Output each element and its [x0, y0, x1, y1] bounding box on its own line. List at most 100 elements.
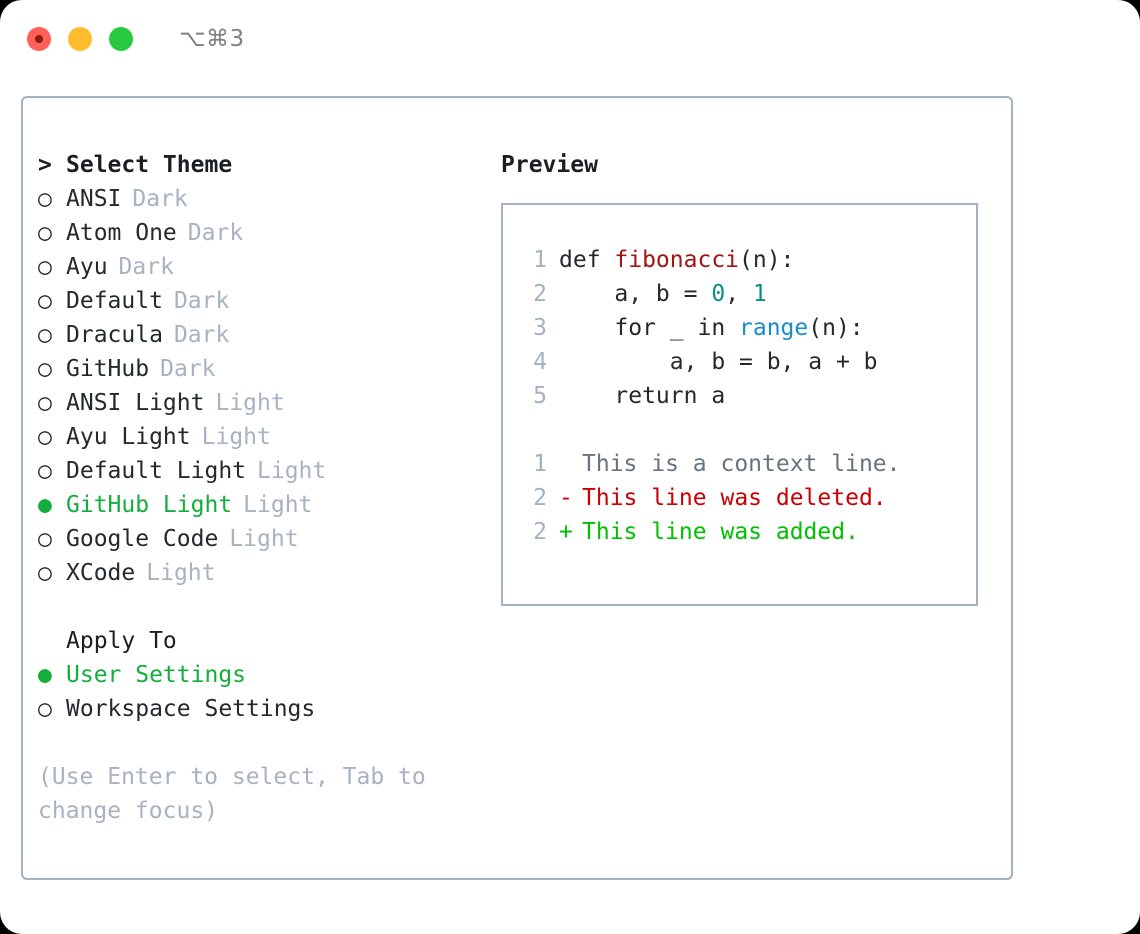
- select-theme-heading: > Select Theme: [38, 148, 498, 182]
- keyboard-shortcut-label: ⌥⌘3: [179, 26, 245, 52]
- theme-option-label: Dracula: [66, 322, 163, 348]
- close-button-icon[interactable]: [27, 27, 51, 51]
- code-line: 3 for _ in range(n):: [523, 311, 976, 345]
- theme-option-default-light[interactable]: ○ Default Light Light: [38, 454, 498, 488]
- code-line: 1 def fibonacci(n):: [523, 243, 976, 277]
- radio-selected-icon: ●: [38, 492, 52, 518]
- select-theme-heading-label: Select Theme: [66, 152, 233, 178]
- diff-line-text: This line was added.: [582, 519, 859, 545]
- theme-option-label: ANSI Light: [66, 390, 205, 416]
- theme-option-badge: Dark: [173, 322, 230, 348]
- line-number: 2: [533, 519, 547, 545]
- code-token: def: [559, 247, 615, 273]
- code-token: (n):: [808, 315, 864, 341]
- theme-option-label: GitHub Light: [66, 492, 233, 518]
- diff-line-ctx: 1 This is a context line.: [523, 447, 976, 481]
- radio-unselected-icon: ○: [38, 356, 52, 382]
- theme-option-badge: Dark: [187, 220, 244, 246]
- theme-option-ansi[interactable]: ○ ANSI Dark: [38, 182, 498, 216]
- theme-option-google-code[interactable]: ○ Google Code Light: [38, 522, 498, 556]
- theme-option-ayu-light[interactable]: ○ Ayu Light Light: [38, 420, 498, 454]
- radio-unselected-icon: ○: [38, 526, 52, 552]
- theme-option-label: GitHub: [66, 356, 150, 382]
- theme-option-label: Default Light: [66, 458, 247, 484]
- theme-option-badge: Light: [257, 458, 327, 484]
- code-token: a, b = b, a + b: [559, 349, 878, 375]
- traffic-lights: [27, 27, 133, 51]
- section-spacer: [38, 590, 498, 624]
- theme-option-github[interactable]: ○ GitHub Dark: [38, 352, 498, 386]
- radio-unselected-icon: ○: [38, 458, 52, 484]
- code-token: 1: [752, 281, 767, 307]
- theme-option-github-light[interactable]: ● GitHub Light Light: [38, 488, 498, 522]
- radio-unselected-icon: ○: [38, 186, 52, 212]
- radio-unselected-icon: ○: [38, 424, 52, 450]
- diff-line-content: This is a context line.: [559, 447, 901, 481]
- line-number: 1: [533, 247, 547, 273]
- line-number: 5: [533, 383, 547, 409]
- radio-unselected-icon: ○: [38, 254, 52, 280]
- diff-line-add: 2 + This line was added.: [523, 515, 976, 549]
- code-token: ,: [725, 281, 753, 307]
- theme-option-atom-one[interactable]: ○ Atom One Dark: [38, 216, 498, 250]
- radio-unselected-icon: ○: [38, 220, 52, 246]
- code-token: return a: [559, 383, 726, 409]
- code-line: 2 a, b = 0, 1: [523, 277, 976, 311]
- theme-option-default[interactable]: ○ Default Dark: [38, 284, 498, 318]
- diff-line-del: 2-This line was deleted.: [523, 481, 976, 515]
- diff-sign: [559, 447, 582, 481]
- code-diff-spacer: [523, 413, 976, 447]
- minimize-button-icon[interactable]: [68, 27, 92, 51]
- theme-option-badge: Dark: [160, 356, 216, 382]
- code-token: 0: [711, 281, 726, 307]
- preview-heading: Preview: [501, 152, 598, 178]
- keyboard-hint-text: (Use Enter to select, Tab to change focu…: [38, 764, 426, 824]
- apply-to-option-label: User Settings: [66, 662, 247, 688]
- code-line: 5 return a: [523, 379, 976, 413]
- diff-line-text: This is a context line.: [582, 451, 901, 477]
- code-token: fibonacci: [614, 247, 740, 273]
- code-token: range: [739, 315, 809, 341]
- title-bar: ⌥⌘3: [0, 0, 1140, 78]
- theme-option-label: Atom One: [66, 220, 177, 246]
- theme-option-label: ANSI: [66, 186, 122, 212]
- code-line: 4 a, b = b, a + b: [523, 345, 976, 379]
- theme-option-badge: Dark: [173, 288, 230, 314]
- theme-option-label: Default: [66, 288, 163, 314]
- apply-to-option-user-settings[interactable]: ●User Settings: [38, 658, 498, 692]
- diff-sign: -: [559, 485, 573, 511]
- theme-option-badge: Dark: [132, 186, 188, 212]
- radio-unselected-icon: ○: [38, 696, 52, 722]
- diff-line-text: This line was deleted.: [582, 485, 887, 511]
- radio-unselected-icon: ○: [38, 288, 52, 314]
- diff-sample: 1 This is a context line.2-This line was…: [523, 447, 976, 549]
- theme-option-label: Ayu Light: [66, 424, 191, 450]
- theme-option-badge: Light: [146, 560, 216, 586]
- line-number: 2: [533, 485, 547, 511]
- radio-unselected-icon: ○: [38, 390, 52, 416]
- line-number: 2: [533, 281, 547, 307]
- close-dot-icon: [35, 35, 43, 43]
- apply-to-option-workspace-settings[interactable]: ○Workspace Settings: [38, 692, 498, 726]
- diff-line-content: + This line was added.: [559, 515, 859, 549]
- theme-option-label: Google Code: [66, 526, 219, 552]
- theme-option-badge: Light: [229, 526, 299, 552]
- caret-icon: >: [38, 152, 52, 178]
- theme-option-badge: Light: [243, 492, 313, 518]
- diff-sign: +: [559, 519, 573, 545]
- maximize-button-icon[interactable]: [109, 27, 133, 51]
- theme-option-badge: Light: [201, 424, 271, 450]
- code-token: (n):: [739, 247, 795, 273]
- line-number: 3: [533, 315, 547, 341]
